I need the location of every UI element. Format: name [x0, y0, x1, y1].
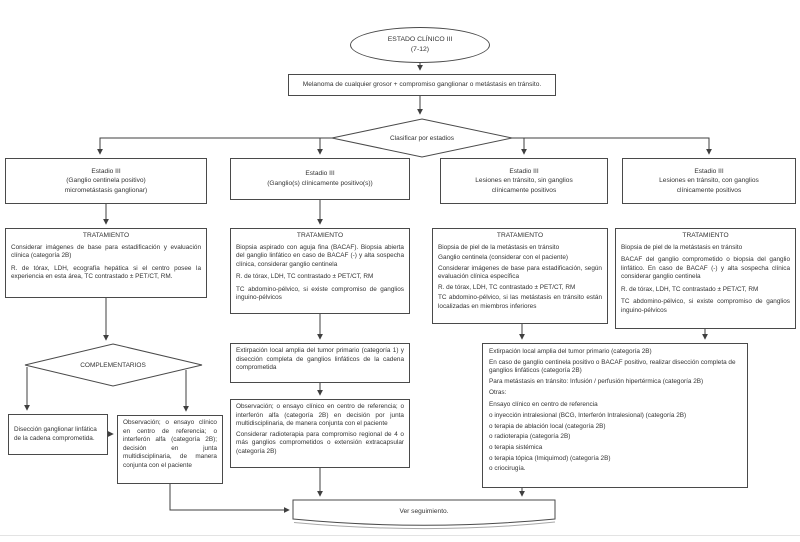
col1-treatment-p2: R. de tórax, LDH, ecografía hepática si …: [11, 264, 201, 281]
col2-treatment-p3: TC abdomino-pélvico, si existe compromis…: [236, 285, 404, 302]
col1-treatment-title: TRATAMIENTO: [82, 232, 130, 239]
merged-line11: o criocirugía.: [489, 465, 526, 473]
connector-classify-to-col4: [512, 137, 712, 155]
merged-line4: Otras:: [489, 388, 507, 396]
col2-observacion-p1: Observación; o ensayo clínico en centro …: [236, 403, 404, 428]
col1-header-line3: micrometástasis ganglionar): [64, 186, 148, 194]
col3-header-line2: Lesiones en tránsito, sin ganglios: [475, 177, 573, 185]
col1-observacion-box: Observación; o ensayo clínico en centro …: [117, 415, 223, 484]
diseccion-box-text: Disección ganglionar linfática de la cad…: [14, 425, 97, 442]
col4-header-line2: Lesiones en tránsito, con ganglios: [659, 177, 759, 185]
connector-classify-to-col1: [97, 137, 332, 155]
merged-line5: Ensayo clínico en centro de referencia: [489, 401, 598, 409]
merged-line3: Para metástasis en tránsito: Infusión / …: [489, 377, 704, 385]
col1-header-box: Estadio III (Ganglio centinela positivo)…: [5, 158, 207, 204]
col2-observacion-box: Observación; o ensayo clínico en centro …: [230, 399, 410, 468]
col2-header-box: Estadio III (Ganglio(s) clínicamente pos…: [230, 158, 410, 200]
merged-line7: o terapia de ablación local (categoría 2…: [489, 422, 606, 430]
followup-document-shape: [292, 499, 556, 526]
col4-treatment-p1: Biopsia de piel de la metástasis en trán…: [621, 243, 743, 251]
page-edge-line: [0, 535, 800, 536]
merged-line2: En caso de ganglio centinela positivo o …: [489, 358, 736, 375]
col1-treatment-p1: Considerar imágenes de base para estadif…: [11, 243, 201, 260]
col4-header-line1: Estadio III: [694, 167, 724, 175]
col3-header-line3: clínicamente positivos: [491, 186, 557, 194]
col3-treatment-title: TRATAMIENTO: [496, 232, 544, 239]
col2-extirpacion-text: Extirpación local amplia del tumor prima…: [236, 347, 404, 372]
complementarios-diamond-shape: [24, 343, 203, 387]
intro-box: Melanoma de cualquier grosor + compromis…: [288, 74, 556, 96]
col2-header-line1: Estadio III: [305, 170, 335, 178]
col2-header-line2: (Ganglio(s) clínicamente positivo(s)): [267, 180, 373, 187]
col1-treatment-box: TRATAMIENTO Considerar imágenes de base …: [5, 228, 207, 298]
col3-header-box: Estadio III Lesiones en tránsito, sin ga…: [440, 158, 608, 204]
col4-header-box: Estadio III Lesiones en tránsito, con ga…: [622, 158, 796, 204]
merged-treatment-box: Extirpación local amplia del tumor prima…: [482, 343, 748, 488]
classify-diamond-label: Clasificar por estadios: [390, 134, 454, 142]
col1-observacion-text: Observación; o ensayo clínico en centro …: [123, 419, 217, 469]
start-oval-line1: ESTADO CLÍNICO III: [387, 35, 453, 43]
classify-diamond-shape: [331, 118, 513, 158]
col2-treatment-title: TRATAMIENTO: [296, 232, 344, 239]
col2-treatment-p1: Biopsia aspirado con aguja fina (BACAF).…: [236, 243, 404, 268]
col2-observacion-p2: Considerar radioterapia para compromiso …: [236, 430, 404, 455]
merged-line10: o terapia tópica (Imiquimod) (categoría …: [489, 454, 611, 462]
merged-line9: o terapia sistémica: [489, 443, 543, 451]
col2-treatment-box: TRATAMIENTO Biopsia aspirado con aguja f…: [230, 228, 410, 314]
col3-treatment-p5: TC abdomino-pélvico, si las metástasis e…: [438, 294, 602, 310]
start-oval-line2: (7-12): [410, 46, 430, 53]
col4-treatment-p4: TC abdomino-pélvico, si existe compromis…: [621, 298, 790, 314]
col3-treatment-p4: R. de tórax, LDH, TC contrastado ± PET/C…: [438, 283, 576, 291]
col3-treatment-p3: Considerar imágenes de base para estadif…: [438, 264, 602, 281]
connector-col1-to-followup: [169, 484, 290, 513]
col4-treatment-p2: BACAF del ganglio comprometido o biopsia…: [621, 256, 790, 281]
col4-treatment-p3: R. de tórax, LDH, TC contrastado ± PET/C…: [621, 285, 759, 293]
connectors: [24, 63, 712, 513]
followup-document-echo: [293, 521, 556, 530]
col1-header-line2: (Ganglio centinela positivo): [66, 177, 146, 185]
col1-header-line1: Estadio III: [91, 167, 121, 175]
merged-line8: o radioterapia (categoría 2B): [489, 433, 571, 441]
col3-treatment-p2: Ganglio centinela (considerar con el pac…: [438, 254, 569, 262]
merged-line6: o inyección intralesional (BCG, Interfer…: [489, 411, 687, 419]
merged-line1: Extirpación local amplia del tumor prima…: [489, 348, 652, 355]
col3-header-line1: Estadio III: [509, 167, 539, 175]
intro-box-text: Melanoma de cualquier grosor + compromis…: [302, 80, 542, 88]
col4-header-line3: clínicamente positivos: [676, 186, 742, 194]
col4-treatment-box: TRATAMIENTO Biopsia de piel de la metást…: [615, 228, 796, 329]
col2-treatment-p2: R. de tórax, LDH, TC contrastado ± PET/C…: [236, 273, 374, 281]
col4-treatment-title: TRATAMIENTO: [682, 232, 729, 239]
col3-treatment-box: TRATAMIENTO Biopsia de piel de la metást…: [432, 228, 608, 324]
followup-label: Ver seguimiento.: [399, 507, 449, 515]
complementarios-diamond-label: COMPLEMENTARIOS: [80, 361, 146, 369]
diseccion-box: Disección ganglionar linfática de la cad…: [8, 414, 108, 455]
col3-treatment-p1: Biopsia de piel de la metástasis en trán…: [438, 243, 560, 251]
col2-extirpacion-box: Extirpación local amplia del tumor prima…: [230, 343, 410, 383]
start-oval: ESTADO CLÍNICO III (7-12): [350, 27, 490, 63]
